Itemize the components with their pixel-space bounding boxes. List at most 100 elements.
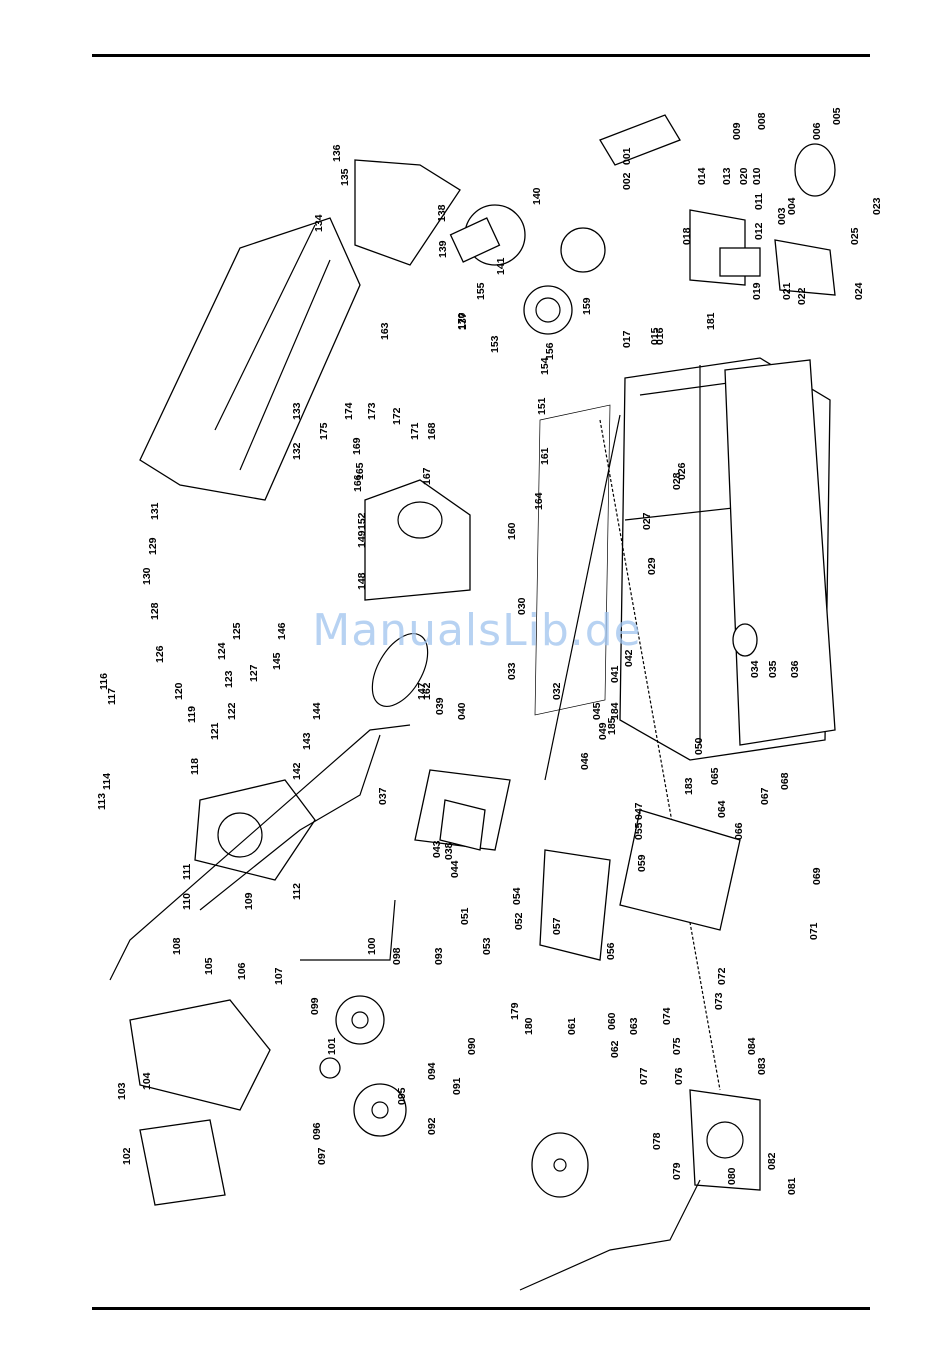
- part-label-015: 015: [649, 327, 661, 345]
- part-label-023: 023: [871, 197, 883, 215]
- belt-cover: [129, 999, 271, 1111]
- part-label-012: 012: [753, 222, 765, 240]
- part-label-006: 006: [811, 122, 823, 140]
- part-label-124: 124: [216, 642, 228, 660]
- part-label-129: 129: [147, 537, 159, 555]
- part-number-labels: 0010020030040050060080090100110120130140…: [96, 107, 883, 1195]
- part-label-065: 065: [709, 767, 721, 785]
- part-label-001: 001: [621, 147, 633, 165]
- part-label-160: 160: [506, 522, 518, 540]
- part-label-121: 121: [209, 722, 221, 740]
- part-label-030: 030: [516, 597, 528, 615]
- part-label-148: 148: [356, 572, 368, 590]
- part-label-002: 002: [621, 172, 633, 190]
- part-label-104: 104: [141, 1072, 153, 1090]
- part-label-105: 105: [203, 957, 215, 975]
- leader-lines: [109, 724, 701, 1291]
- part-label-049: 049: [597, 722, 609, 740]
- part-label-132: 132: [291, 442, 303, 460]
- drive-cover: [139, 217, 361, 501]
- part-label-053: 053: [481, 937, 493, 955]
- part-label-010: 010: [751, 167, 763, 185]
- part-label-009: 009: [731, 122, 743, 140]
- carriage: [414, 769, 741, 961]
- part-label-128: 128: [149, 602, 161, 620]
- part-label-052: 052: [513, 912, 525, 930]
- part-label-184: 184: [609, 702, 621, 720]
- part-label-127: 127: [248, 664, 260, 682]
- part-label-112: 112: [291, 883, 303, 900]
- part-label-029: 029: [646, 557, 658, 575]
- part-label-075: 075: [671, 1037, 683, 1055]
- part-label-169: 169: [351, 437, 363, 455]
- part-label-091: 091: [451, 1077, 463, 1095]
- part-label-151: 151: [536, 397, 548, 415]
- part-label-020: 020: [738, 167, 750, 185]
- part-label-126: 126: [154, 645, 166, 663]
- part-label-019: 019: [751, 282, 763, 300]
- part-label-142: 142: [291, 762, 303, 780]
- part-label-165: 165: [354, 462, 366, 480]
- part-label-116: 116: [98, 673, 110, 690]
- part-label-060: 060: [606, 1012, 618, 1030]
- part-label-111: 111: [181, 863, 193, 880]
- part-label-046: 046: [579, 752, 591, 770]
- part-label-008: 008: [756, 112, 768, 130]
- part-label-096: 096: [311, 1122, 323, 1140]
- part-label-092: 092: [426, 1117, 438, 1135]
- part-label-078: 078: [651, 1132, 663, 1150]
- part-label-043: 043: [431, 840, 443, 858]
- part-label-042: 042: [623, 649, 635, 667]
- part-label-107: 107: [273, 967, 285, 985]
- part-label-033: 033: [506, 662, 518, 680]
- part-label-149: 149: [356, 530, 368, 548]
- part-label-014: 014: [696, 167, 708, 185]
- part-label-040: 040: [456, 702, 468, 720]
- part-label-108: 108: [171, 937, 183, 955]
- part-label-185: 185: [606, 717, 618, 735]
- part-label-145: 145: [271, 652, 283, 670]
- bottom-rule: [92, 1307, 870, 1310]
- part-label-041: 041: [609, 665, 621, 683]
- part-label-054: 054: [511, 887, 523, 905]
- change-gears: [319, 995, 407, 1137]
- part-label-024: 024: [853, 282, 865, 300]
- part-label-047: 047: [633, 802, 645, 820]
- part-label-175: 175: [318, 422, 330, 440]
- part-label-183: 183: [683, 777, 695, 795]
- part-label-074: 074: [661, 1007, 673, 1025]
- part-label-016: 016: [654, 327, 666, 345]
- part-label-076: 076: [673, 1067, 685, 1085]
- part-label-073: 073: [713, 992, 725, 1010]
- part-label-038: 038: [443, 842, 455, 860]
- part-label-051: 051: [459, 907, 471, 925]
- part-label-098: 098: [391, 947, 403, 965]
- handwheel-top: [794, 143, 836, 197]
- part-label-036: 036: [789, 660, 801, 678]
- part-label-021: 021: [781, 282, 793, 300]
- tool-post: [439, 799, 486, 851]
- quill: [599, 114, 681, 166]
- drive-belt: [371, 633, 429, 707]
- part-label-137: 137: [457, 312, 469, 330]
- part-label-055: 055: [633, 822, 645, 840]
- part-label-083: 083: [756, 1057, 768, 1075]
- part-label-034: 034: [749, 660, 761, 678]
- part-label-166: 166: [352, 474, 364, 492]
- part-label-162: 162: [421, 682, 433, 700]
- part-label-131: 131: [149, 502, 161, 520]
- part-label-123: 123: [223, 670, 235, 688]
- part-label-130: 130: [141, 567, 153, 585]
- part-label-173: 173: [366, 402, 378, 420]
- part-label-156: 156: [544, 342, 556, 360]
- part-label-064: 064: [716, 800, 728, 818]
- part-label-181: 181: [705, 312, 717, 330]
- part-label-146: 146: [276, 622, 288, 640]
- part-label-045: 045: [591, 702, 603, 720]
- part-label-072: 072: [716, 967, 728, 985]
- part-label-059: 059: [636, 854, 648, 872]
- part-label-164: 164: [533, 492, 545, 510]
- part-label-013: 013: [721, 167, 733, 185]
- part-label-032: 032: [551, 682, 563, 700]
- part-label-069: 069: [811, 867, 823, 885]
